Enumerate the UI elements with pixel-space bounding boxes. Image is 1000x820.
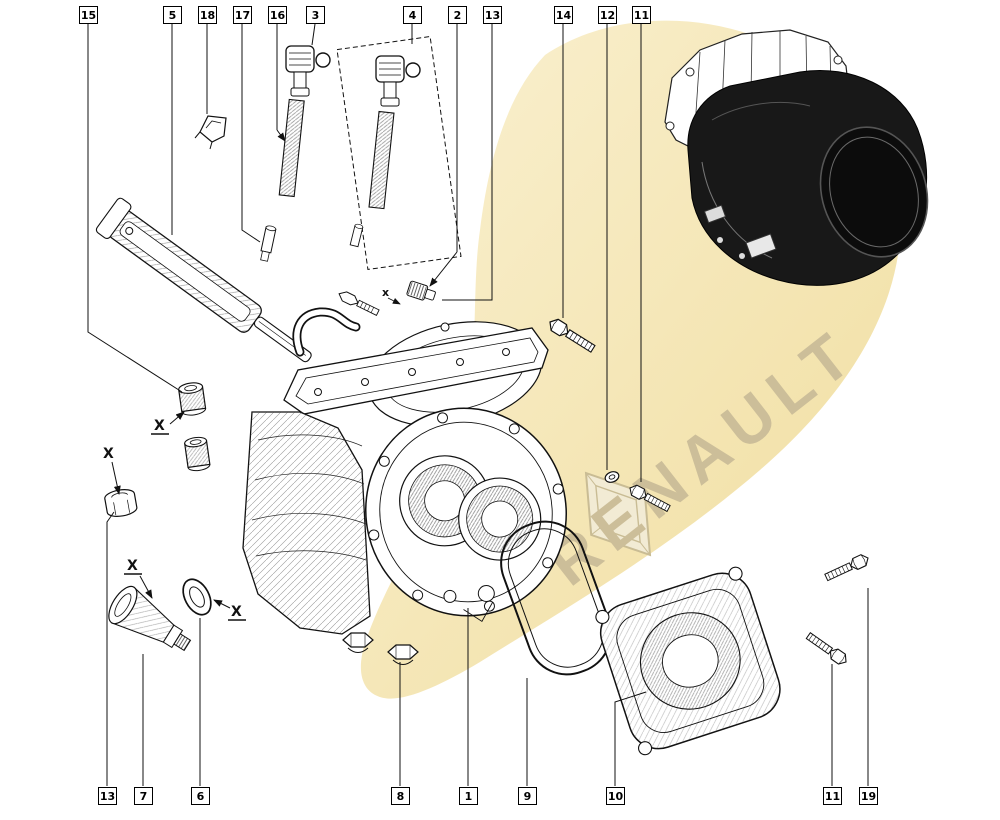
callout-top-3[interactable]: 3 <box>306 6 325 24</box>
callout-top-17[interactable]: 17 <box>233 6 252 24</box>
part-15-bushings <box>178 382 211 472</box>
part-2-plug <box>406 280 436 301</box>
callout-bottom-7[interactable]: 7 <box>134 787 153 805</box>
x-marker: X <box>103 446 114 462</box>
callout-bottom-19[interactable]: 19 <box>859 787 878 805</box>
part-4-breather <box>336 35 462 271</box>
part-8-drain-plugs <box>342 632 419 665</box>
x-marker-small: x <box>382 286 389 299</box>
callout-bottom-13[interactable]: 13 <box>98 787 117 805</box>
part-7-funnel <box>108 585 192 652</box>
callout-bottom-8[interactable]: 8 <box>391 787 410 805</box>
part-11-bottom-bolt <box>804 630 850 668</box>
x-marker: X <box>231 604 242 620</box>
housing-elbow-pipe <box>292 307 361 357</box>
callout-top-2[interactable]: 2 <box>448 6 467 24</box>
x-marker: X <box>154 418 165 434</box>
callout-top-13[interactable]: 13 <box>483 6 502 24</box>
part-6-seal <box>182 578 212 616</box>
breather-ring <box>315 52 331 68</box>
callout-bottom-1[interactable]: 1 <box>459 787 478 805</box>
callout-top-18[interactable]: 18 <box>198 6 217 24</box>
part-10-end-cover <box>595 566 781 756</box>
part-13-top-bolt <box>338 291 380 316</box>
part-1-gearbox-housing <box>242 280 567 665</box>
callout-bottom-11[interactable]: 11 <box>823 787 842 805</box>
x-marker: X <box>127 558 138 574</box>
part-17-fitting <box>260 225 277 262</box>
leader-lines <box>87 23 869 786</box>
part-18-clip <box>194 115 227 150</box>
part-13-hex-plug <box>104 489 138 517</box>
part-19-bolt <box>823 552 872 584</box>
callout-top-16[interactable]: 16 <box>268 6 287 24</box>
part-9-gasket <box>500 520 612 676</box>
part-12-washer <box>604 471 620 483</box>
callout-top-12[interactable]: 12 <box>598 6 617 24</box>
assembled-gearbox-illustration <box>664 29 929 286</box>
callout-bottom-10[interactable]: 10 <box>606 787 625 805</box>
part-4-dashed-box <box>336 35 462 271</box>
callout-top-11[interactable]: 11 <box>632 6 651 24</box>
callout-top-15[interactable]: 15 <box>79 6 98 24</box>
part-3-breather <box>278 45 331 198</box>
part-5-bracket <box>95 197 312 363</box>
callout-top-4[interactable]: 4 <box>403 6 422 24</box>
x-markers: X X X X x <box>103 286 401 621</box>
callout-top-5[interactable]: 5 <box>163 6 182 24</box>
callout-bottom-9[interactable]: 9 <box>518 787 537 805</box>
callout-top-14[interactable]: 14 <box>554 6 573 24</box>
callout-bottom-6[interactable]: 6 <box>191 787 210 805</box>
